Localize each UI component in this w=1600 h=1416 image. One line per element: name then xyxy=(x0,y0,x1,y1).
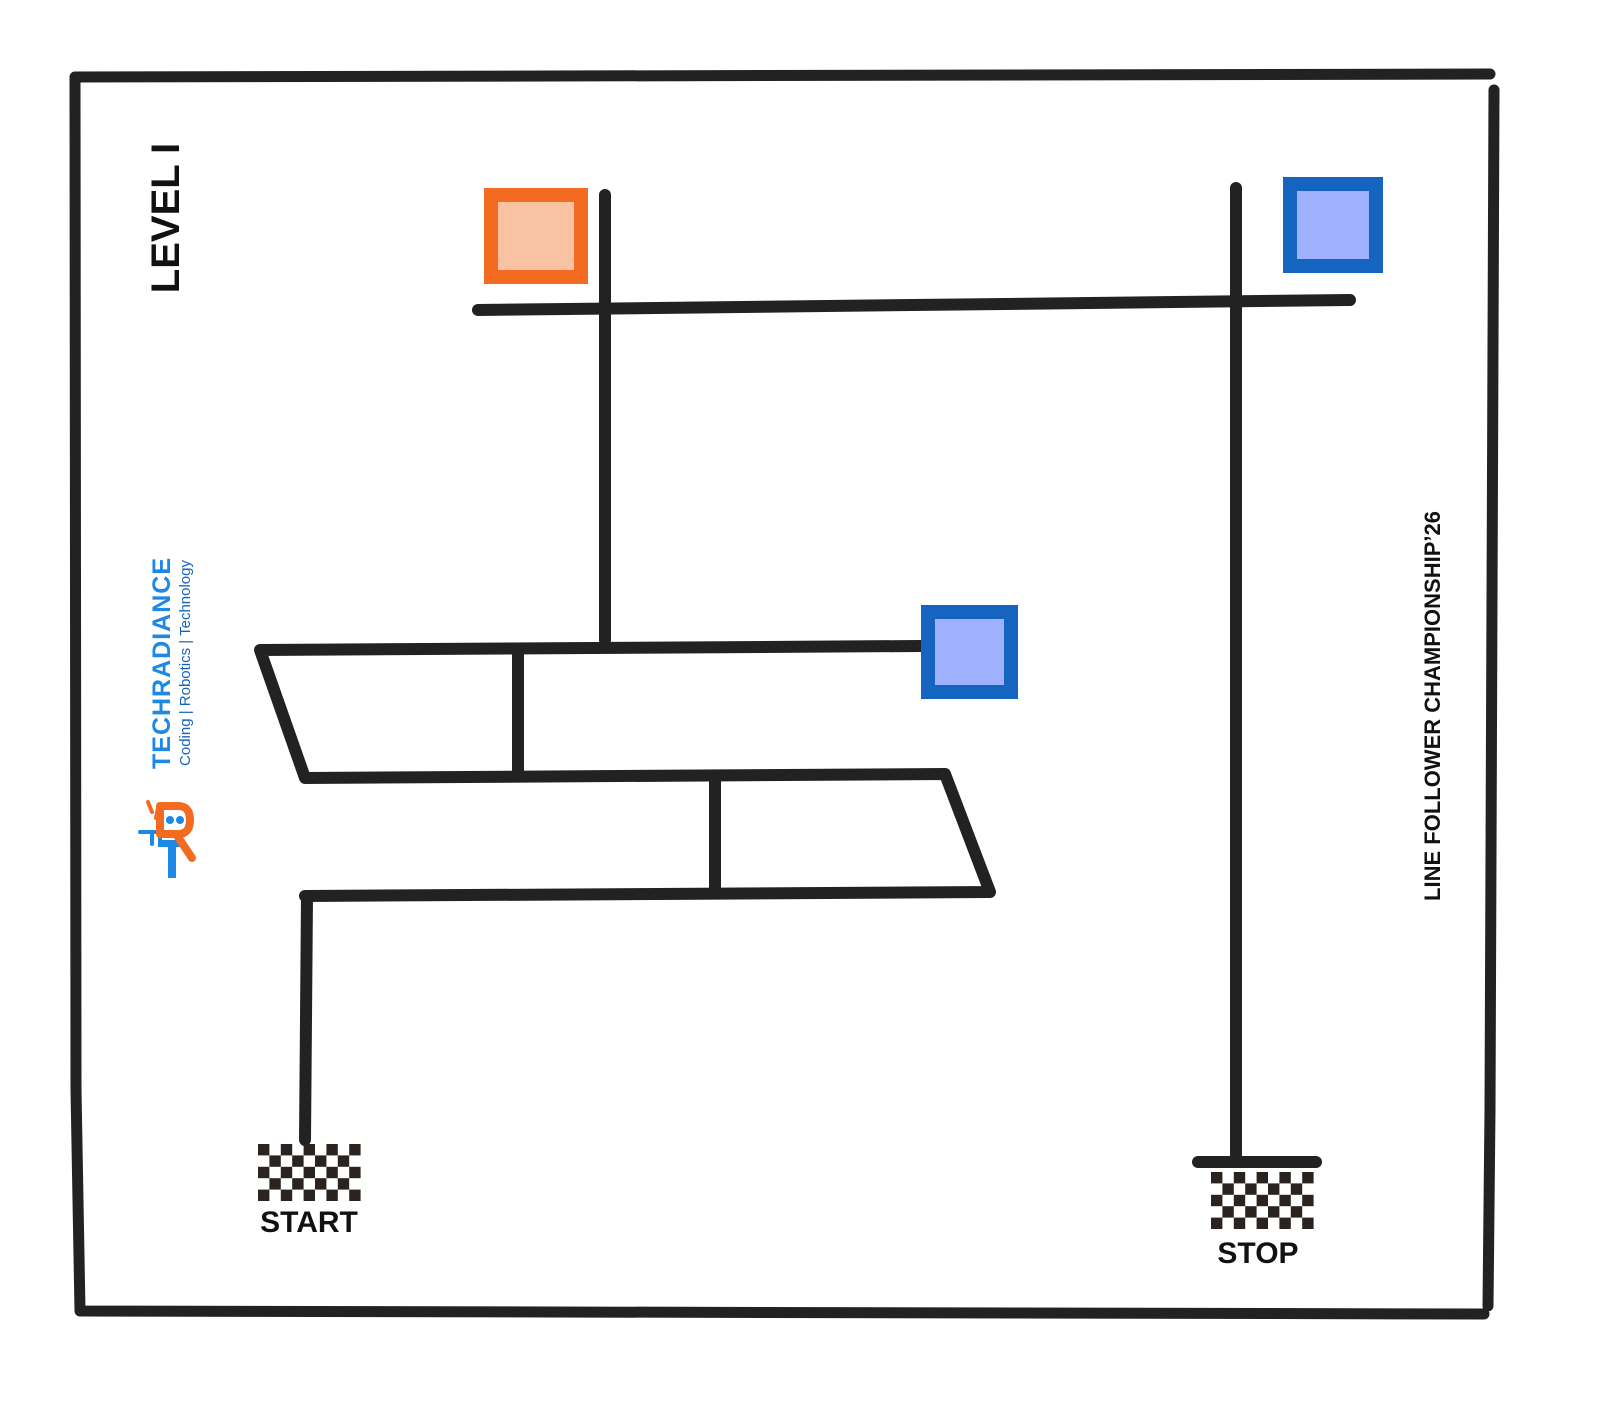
stop-checker-square xyxy=(1302,1217,1314,1229)
start-checker-square xyxy=(349,1144,361,1156)
stop-checker-square xyxy=(1279,1217,1291,1229)
championship-title: LINE FOLLOWER CHAMPIONSHIP’26 xyxy=(1420,511,1445,901)
stop-checker-square xyxy=(1233,1172,1246,1184)
start-checker-square xyxy=(326,1144,338,1156)
start-label: START xyxy=(260,1206,358,1239)
level-label: LEVEL I xyxy=(144,143,188,293)
start-checker-square xyxy=(303,1189,315,1201)
logo-tagline: Coding | Robotics | Technology xyxy=(177,560,194,766)
stop-checker-square xyxy=(1233,1194,1246,1207)
track-upper-trapezoid xyxy=(254,640,996,902)
start-checker-square xyxy=(337,1178,350,1190)
start-checker-square xyxy=(303,1166,315,1179)
stop-checker-square xyxy=(1211,1172,1223,1184)
blue-checkpoint-middle-marker xyxy=(921,605,1018,699)
stop-checker-square xyxy=(1222,1183,1234,1195)
start-checker-square xyxy=(292,1155,304,1167)
stop-checker-square xyxy=(1222,1206,1234,1218)
blue-checkpoint-top-right-marker xyxy=(1283,177,1383,273)
stop-checker-square xyxy=(1256,1217,1268,1229)
stop-checker-square xyxy=(1268,1183,1280,1195)
start-checker-square xyxy=(315,1155,327,1167)
stop-checker-square xyxy=(1302,1172,1314,1184)
start-checker-square xyxy=(258,1144,270,1156)
start-checker-square xyxy=(303,1144,315,1156)
start-checker-square xyxy=(349,1189,361,1201)
techradiance-logo: TECHRADIANCE Coding | Robotics | Technol… xyxy=(138,557,196,878)
stop-checker-square xyxy=(1211,1217,1223,1229)
start-checker-square xyxy=(280,1166,293,1179)
stop-checker-square xyxy=(1245,1206,1257,1218)
track-lines xyxy=(254,182,1356,1168)
start-checker-square xyxy=(258,1189,270,1201)
stop-checker-square xyxy=(1256,1172,1268,1184)
stop-checker-square xyxy=(1233,1217,1246,1229)
board-border xyxy=(69,68,1500,1320)
stop-checker-square xyxy=(1268,1206,1280,1218)
start-checker-square xyxy=(258,1166,270,1179)
start-checker-square xyxy=(292,1178,304,1190)
stop-label: STOP xyxy=(1217,1237,1298,1270)
orange-checkpoint-marker xyxy=(484,188,588,284)
stop-checker-square xyxy=(1279,1194,1291,1207)
start-checker-square xyxy=(280,1189,293,1201)
start-checker-square xyxy=(349,1166,361,1179)
start-checker-square xyxy=(280,1144,293,1156)
stop-checker-square xyxy=(1290,1183,1303,1195)
stop-checker-square xyxy=(1279,1172,1291,1184)
start-checker-square xyxy=(315,1178,327,1190)
start-checkered-flag xyxy=(258,1144,361,1201)
stop-checker-square xyxy=(1256,1194,1268,1207)
tr-robot-logo-icon xyxy=(138,800,196,878)
logo-wordmark: TECHRADIANCE xyxy=(148,557,176,769)
stop-checker-square xyxy=(1245,1183,1257,1195)
track-top-horizontal xyxy=(472,294,1356,316)
stop-checker-square xyxy=(1211,1194,1223,1207)
stop-checker-square xyxy=(1302,1194,1314,1207)
start-checker-square xyxy=(269,1155,281,1167)
stop-checker-square xyxy=(1290,1206,1303,1218)
start-checker-square xyxy=(269,1178,281,1190)
track-start-vertical xyxy=(299,890,313,1146)
start-checker-square xyxy=(326,1189,338,1201)
start-checker-square xyxy=(337,1155,350,1167)
stop-checkered-flag xyxy=(1211,1172,1314,1229)
start-checker-square xyxy=(326,1166,338,1179)
